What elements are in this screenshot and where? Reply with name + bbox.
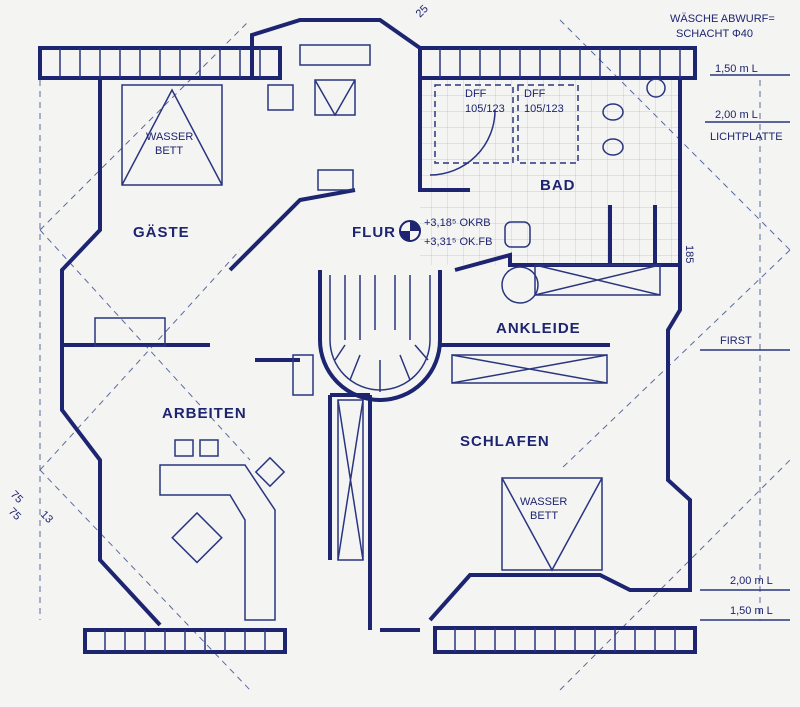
balcony-bottom-left bbox=[83, 628, 287, 654]
room-label-bad: BAD bbox=[540, 177, 576, 194]
staircase bbox=[318, 270, 442, 402]
dimension: 185 bbox=[683, 245, 695, 263]
level-okfb: +3,31⁵ OK.FB bbox=[424, 236, 492, 248]
furniture bbox=[94, 44, 666, 621]
exterior-walls bbox=[60, 18, 692, 632]
annotation: 2,00 m L bbox=[715, 109, 758, 121]
window-label: DFF bbox=[465, 88, 487, 100]
room-label-gaeste: GÄSTE bbox=[133, 224, 190, 241]
balcony-top-right bbox=[418, 46, 697, 80]
room-label-arbeiten: ARBEITEN bbox=[162, 405, 247, 422]
annotation: FIRST bbox=[720, 335, 752, 347]
window-label: 105/123 bbox=[524, 103, 564, 115]
balcony-bottom-right bbox=[433, 626, 697, 654]
annotation: WÄSCHE ABWURF= bbox=[670, 13, 775, 25]
interior-walls bbox=[62, 78, 680, 630]
bath-tiles bbox=[420, 80, 680, 265]
annotation: SCHACHT Φ40 bbox=[676, 28, 753, 40]
annotation: LICHTPLATTE bbox=[710, 131, 783, 143]
bed-label: WASSER bbox=[520, 496, 567, 508]
bed-label: WASSER bbox=[146, 131, 193, 143]
window-label: DFF bbox=[524, 88, 546, 100]
room-label-schlafen: SCHLAFEN bbox=[460, 433, 550, 450]
room-label-ankleide: ANKLEIDE bbox=[496, 320, 581, 337]
annotation: 1,50 m L bbox=[715, 63, 758, 75]
window-label: 105/123 bbox=[465, 103, 505, 115]
balcony-top-left bbox=[38, 46, 282, 80]
level-marker-icon bbox=[399, 220, 421, 242]
level-okrb: +3,18⁵ OKRB bbox=[424, 217, 491, 229]
annotation: 1,50 m L bbox=[730, 605, 773, 617]
bed-label: BETT bbox=[530, 510, 558, 522]
room-label-flur: FLUR bbox=[352, 224, 396, 241]
annotation: 2,00 m L bbox=[730, 575, 773, 587]
bed-label: BETT bbox=[155, 145, 183, 157]
